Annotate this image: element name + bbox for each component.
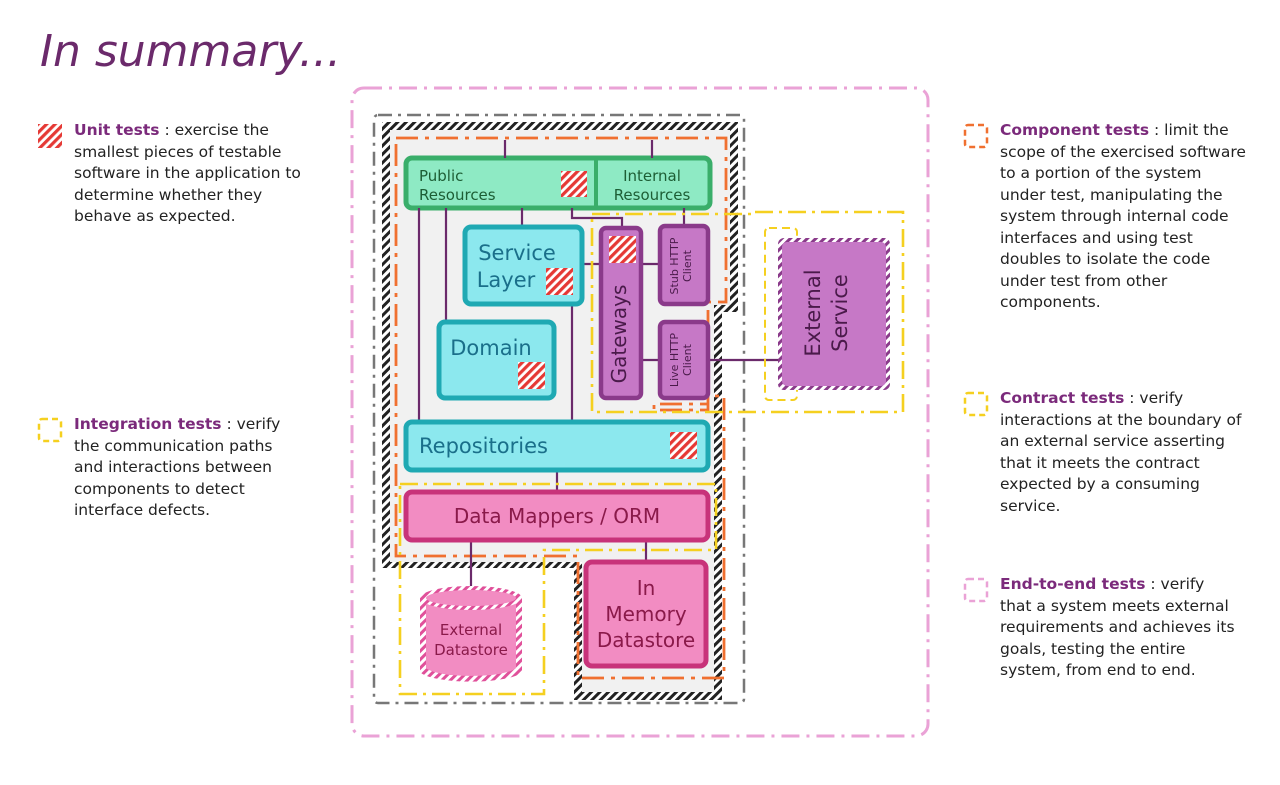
service-boundary xyxy=(372,113,746,705)
architecture-diagram: Public Resources Internal Resources Serv… xyxy=(350,86,930,738)
live-http-client-label-1: Live HTTP xyxy=(668,333,681,387)
external-service-box[interactable] xyxy=(782,242,886,386)
in-memory-datastore-label-3: Datastore xyxy=(597,628,695,652)
live-http-client-box[interactable] xyxy=(657,319,711,401)
legend-unit-tests: Unit tests : exercise the smallest piece… xyxy=(38,120,324,228)
legend-component-tests: Component tests : limit the scope of the… xyxy=(963,120,1250,314)
end-to-end-boundary xyxy=(350,86,930,738)
legend-term: Unit tests xyxy=(74,121,160,139)
in-memory-datastore-box[interactable] xyxy=(583,559,709,669)
external-service-label-2: Service xyxy=(828,274,852,352)
external-datastore[interactable] xyxy=(420,586,522,682)
stub-http-client-box[interactable] xyxy=(657,223,711,307)
live-http-client-label-2: Client xyxy=(681,343,694,376)
gateways-label: Gateways xyxy=(607,285,631,384)
legend-term: End-to-end tests xyxy=(1000,575,1146,593)
integration-boundary xyxy=(398,482,718,696)
stub-http-client-label-1: Stub HTTP xyxy=(668,237,681,294)
legend-contract-tests: Contract tests : verify interactions at … xyxy=(963,388,1250,517)
gateways-box[interactable] xyxy=(598,225,644,401)
internal-resources-label-1: Internal xyxy=(623,167,681,185)
page-title: In summary... xyxy=(40,26,342,77)
legend-desc: : verify that a system meets external re… xyxy=(1000,575,1235,679)
public-resources-label-2: Resources xyxy=(419,186,496,204)
in-memory-datastore-label-2: Memory xyxy=(605,602,687,626)
external-service-label-1: External xyxy=(801,269,825,356)
legend-end-to-end-tests: End-to-end tests : verify that a system … xyxy=(963,574,1240,682)
unit-tests-swatch-icon xyxy=(38,124,62,148)
repositories-box[interactable] xyxy=(403,419,711,473)
contract-boundary xyxy=(590,210,905,414)
in-memory-datastore-label-1: In xyxy=(637,576,656,600)
legend-term: Component tests xyxy=(1000,121,1150,139)
internal-resources-label-2: Resources xyxy=(614,186,691,204)
service-layer-label-2: Layer xyxy=(477,268,536,292)
legend-integration-tests: Integration tests : verify the communica… xyxy=(37,414,304,522)
data-mappers-label: Data Mappers / ORM xyxy=(454,504,660,528)
public-resources-unit-marker xyxy=(561,171,587,197)
connector-lines xyxy=(417,140,780,592)
gateways-unit-marker xyxy=(609,236,636,263)
legend-desc: : verify interactions at the boundary of… xyxy=(1000,389,1242,515)
external-contract-boundary xyxy=(764,227,798,401)
repositories-label: Repositories xyxy=(419,434,548,458)
component-tests-swatch-icon xyxy=(963,123,989,149)
legend-term: Contract tests xyxy=(1000,389,1125,407)
end-to-end-tests-swatch-icon xyxy=(963,577,989,603)
contract-tests-swatch-icon xyxy=(963,391,989,417)
domain-label: Domain xyxy=(450,336,532,360)
integration-tests-swatch-icon xyxy=(37,417,63,443)
external-datastore-label-1: External xyxy=(440,621,502,639)
legend-term: Integration tests xyxy=(74,415,222,433)
service-layer-unit-marker xyxy=(546,268,573,295)
component-boundary xyxy=(394,136,728,680)
public-resources-label-1: Public xyxy=(419,167,463,185)
external-datastore-label-2: Datastore xyxy=(434,641,508,659)
service-layer-label-1: Service xyxy=(478,241,556,265)
public-resources-box[interactable] xyxy=(403,155,713,211)
legend-desc: : limit the scope of the exercised softw… xyxy=(1000,121,1246,311)
data-mappers-box[interactable] xyxy=(403,489,711,543)
legend-desc: : verify the communication paths and int… xyxy=(74,415,281,519)
stub-http-client-label-2: Client xyxy=(681,249,694,282)
repositories-unit-marker xyxy=(670,432,697,459)
legend-desc: : exercise the smallest pieces of testab… xyxy=(74,121,301,225)
domain-unit-marker xyxy=(518,362,545,389)
